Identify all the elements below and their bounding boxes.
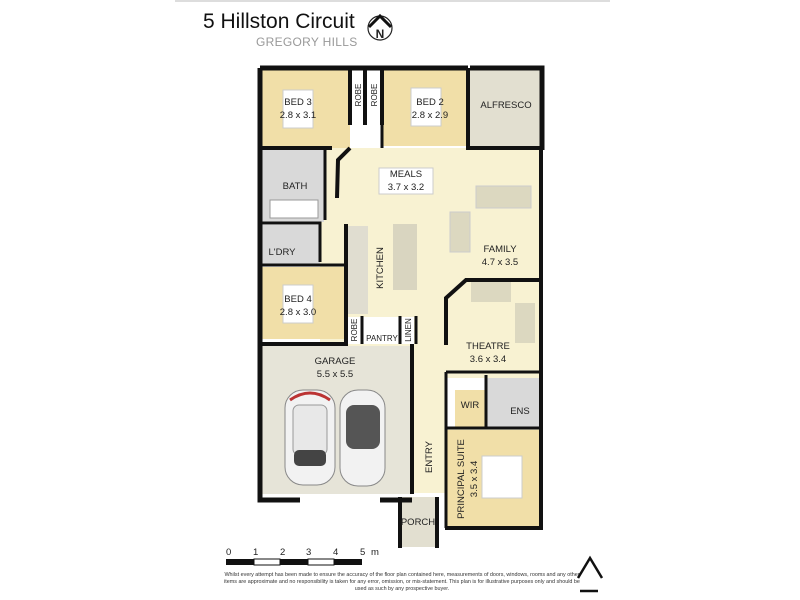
north-arrow-small-icon (576, 555, 604, 593)
size-bed2: 2.8 x 2.9 (412, 110, 448, 121)
label-bath: BATH (283, 181, 308, 192)
theatre-armchair (515, 303, 535, 343)
bed3-bed (282, 89, 314, 129)
scale-tick: 2 (280, 547, 285, 558)
label-bed3: BED 3 (284, 97, 311, 108)
north-arrow-icon: N (367, 13, 393, 41)
dining-table (378, 167, 434, 195)
disclaimer: Whilst every attempt has been made to en… (224, 572, 580, 592)
label-bed2: BED 2 (416, 97, 443, 108)
room-alfresco (470, 66, 542, 146)
room-porch (400, 497, 437, 547)
room-wir (455, 390, 485, 428)
car-left-icon (284, 389, 336, 486)
label-family: FAMILY (483, 244, 517, 255)
scale-unit: m (371, 547, 379, 558)
label-alfresco: ALFRESCO (480, 100, 531, 111)
label-entry: ENTRY (424, 440, 435, 473)
walls (257, 65, 545, 548)
room-ensuite (487, 378, 540, 428)
label-meals: MEALS (390, 169, 422, 180)
family-sofa (475, 185, 532, 209)
label-robe1: ROBE (354, 84, 363, 107)
family-armchair (449, 211, 471, 253)
size-garage: 5.5 x 5.5 (317, 369, 353, 380)
label-porch: PORCH (401, 517, 435, 528)
room-laundry (262, 225, 320, 265)
property-suburb: GREGORY HILLS (256, 35, 358, 49)
label-principal-suite: PRINCIPAL SUITE (456, 439, 467, 519)
label-robe3: ROBE (350, 319, 359, 342)
scale-tick: 5 (360, 547, 365, 558)
label-robe2: ROBE (370, 84, 379, 107)
size-family: 4.7 x 3.5 (482, 257, 518, 268)
room-robe2 (367, 70, 381, 125)
size-theatre: 3.6 x 3.4 (470, 354, 506, 365)
north-label: N (376, 27, 385, 41)
scale-tick: 0 (226, 547, 231, 558)
property-title: 5 Hillston Circuit (203, 10, 355, 33)
label-linen: LINEN (404, 318, 413, 342)
theatre-sofa (471, 282, 511, 302)
scale-tick: 4 (333, 547, 338, 558)
room-robe1 (351, 70, 365, 125)
room-pantry-linen (346, 317, 414, 344)
bathtub (269, 199, 319, 219)
scale-labels: 0 1 2 3 4 5 m (226, 547, 379, 558)
label-bed4: BED 4 (284, 294, 311, 305)
label-kitchen: KITCHEN (375, 247, 386, 289)
size-principal-suite: 3.5 x 3.4 (469, 461, 480, 497)
size-meals: 3.7 x 3.2 (388, 182, 424, 193)
label-pantry: PANTRY (366, 334, 398, 343)
size-bed4: 2.8 x 3.0 (280, 307, 316, 318)
car-right-icon (339, 389, 386, 487)
bed2-bed (410, 87, 442, 127)
label-wir: WIR (461, 400, 480, 411)
label-laundry: L'DRY (269, 247, 297, 258)
scale-bar (226, 558, 362, 566)
bed4-bed (282, 284, 314, 324)
label-theatre: THEATRE (466, 341, 510, 352)
label-ens: ENS (510, 406, 530, 417)
principal-bed (481, 455, 523, 499)
size-bed3: 2.8 x 3.1 (280, 110, 316, 121)
label-garage: GARAGE (315, 356, 356, 367)
kitchen-island (393, 224, 417, 290)
scale-tick: 3 (306, 547, 311, 558)
scale-tick: 1 (253, 547, 258, 558)
header-divider (175, 0, 610, 2)
kitchen-counter (348, 226, 368, 314)
